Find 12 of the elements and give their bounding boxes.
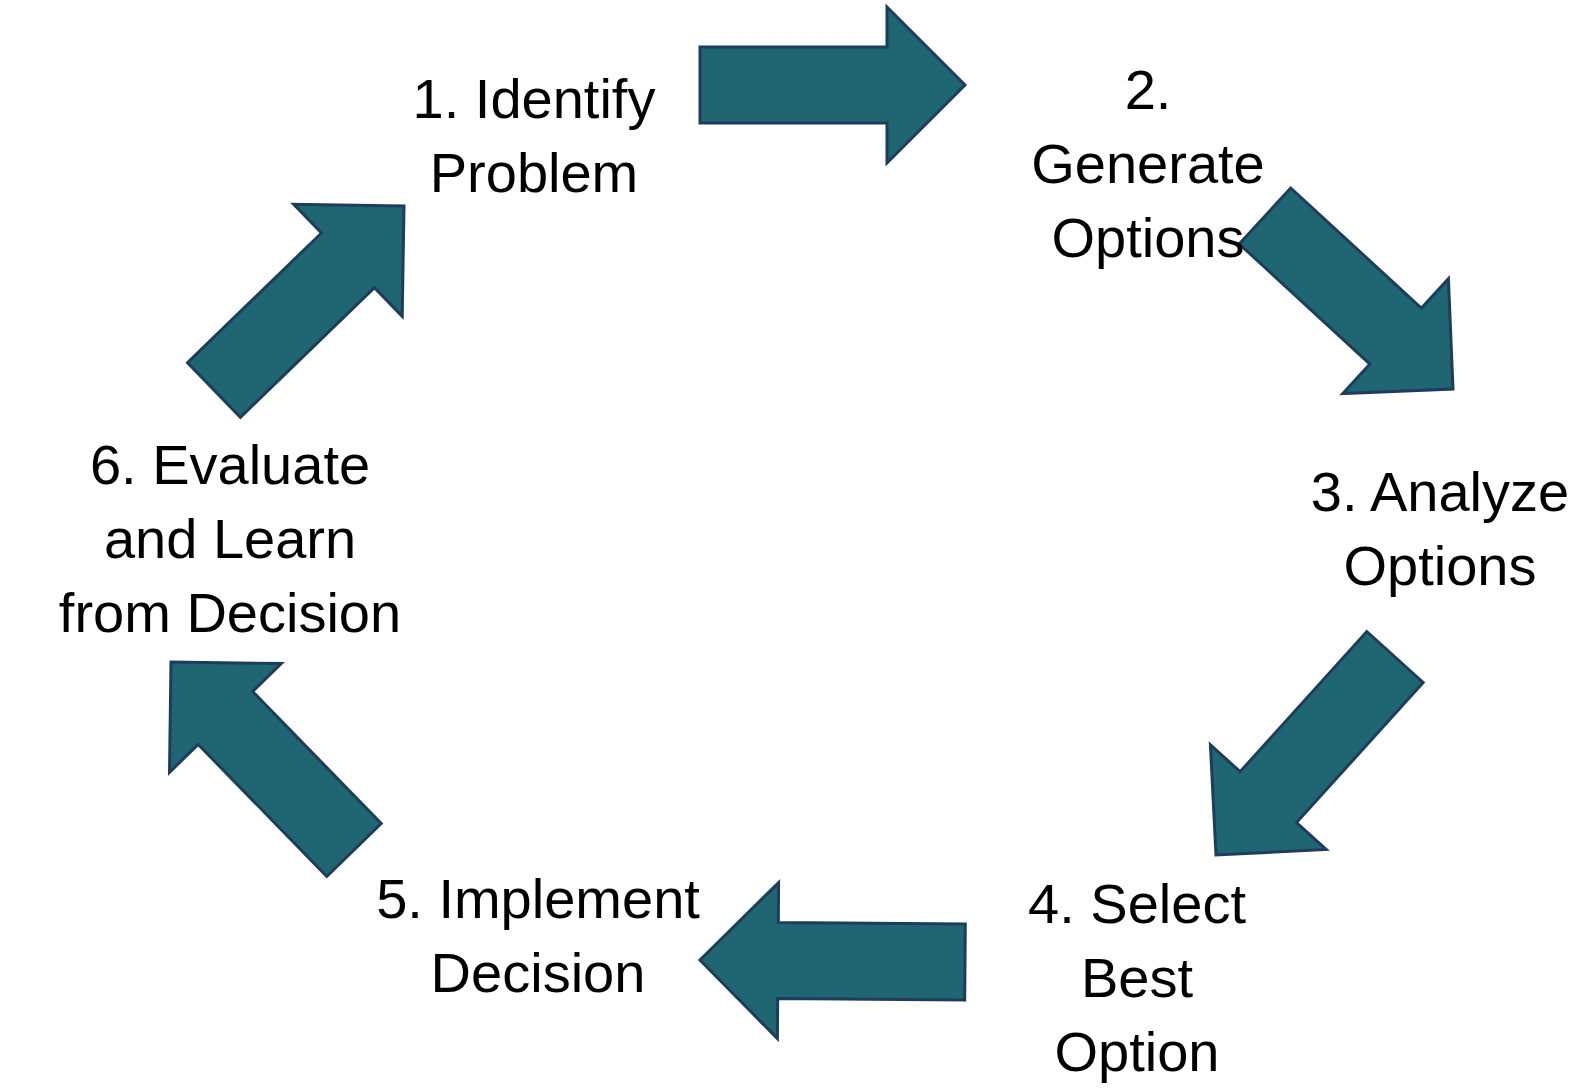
block-arrow xyxy=(1208,629,1426,857)
step-label: 3. Analyze Options xyxy=(1290,455,1590,603)
block-arrow xyxy=(698,3,968,167)
block-arrow xyxy=(1237,185,1455,396)
block-arrow xyxy=(167,660,384,879)
step-label: 1. Identify Problem xyxy=(384,62,684,210)
block-arrow xyxy=(697,879,967,1043)
step-label: 6. Evaluate and Learn from Decision xyxy=(50,428,410,650)
step-label: 2. Generate Options xyxy=(1008,53,1288,275)
step-label: 5. Implement Decision xyxy=(343,862,733,1010)
step-label: 4. Select Best Option xyxy=(997,867,1277,1089)
block-arrow xyxy=(185,202,406,420)
